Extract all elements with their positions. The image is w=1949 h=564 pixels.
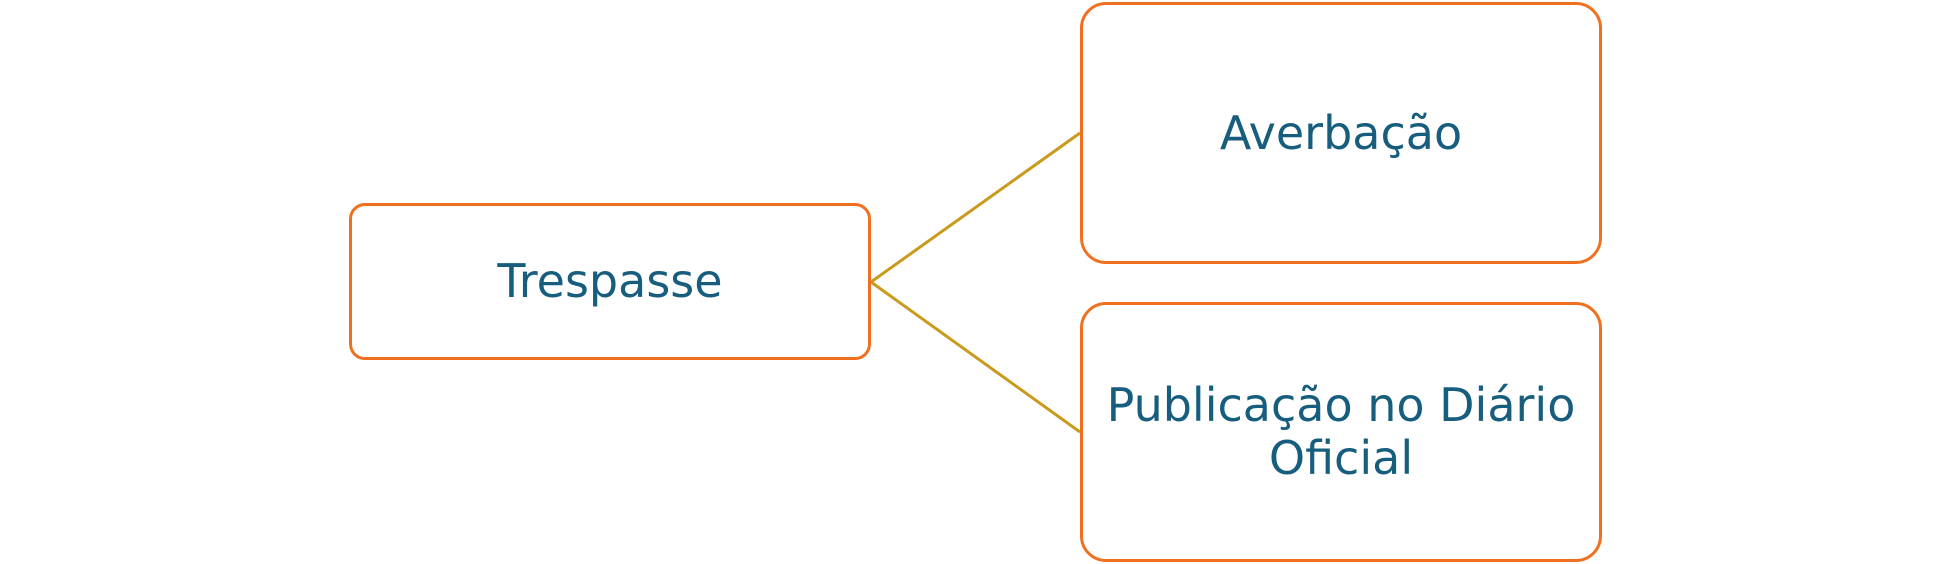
node-publicacao-diario-oficial: Publicação no Diário Oficial <box>1080 302 1602 562</box>
node-label: Trespasse <box>497 254 723 309</box>
node-averbacao: Averbação <box>1080 2 1602 264</box>
connector-line-publicacao <box>870 280 1081 434</box>
connector-line-averbacao <box>870 131 1081 284</box>
node-trespasse: Trespasse <box>349 203 871 360</box>
node-label: Averbação <box>1219 105 1463 160</box>
node-label: Publicação no Diário Oficial <box>1106 378 1576 485</box>
